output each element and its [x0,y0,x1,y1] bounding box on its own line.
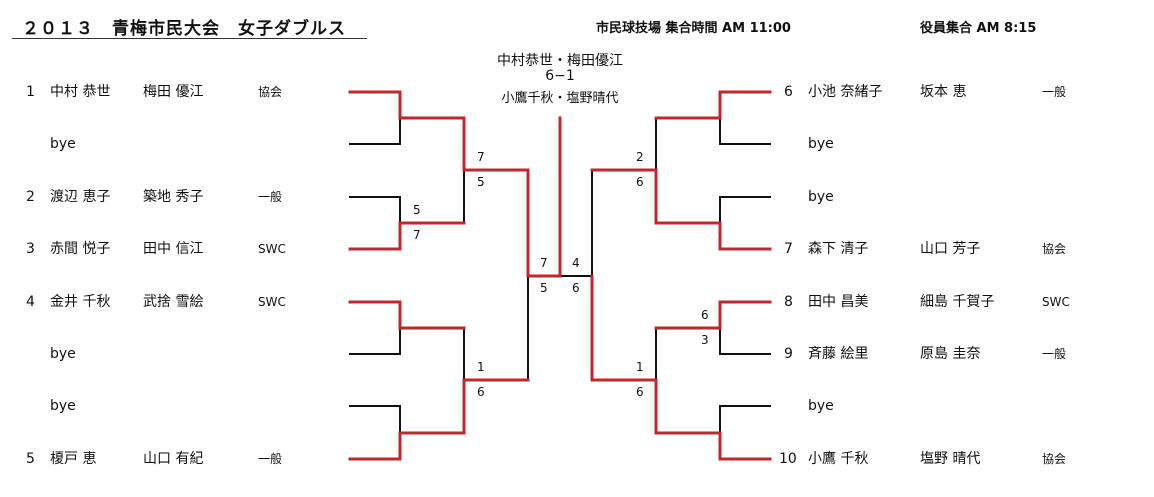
right-entry-seed: 8 [784,294,793,310]
right-entry-p1: 小池 奈緒子 [808,84,883,100]
left-entry-p1: 渡辺 恵子 [50,189,111,205]
left-entry-p1: 金井 千秋 [50,294,111,310]
left-entry-p1: bye [50,346,76,362]
score-right-r2-top-bottom: 6 [636,175,644,189]
right-entry-p1: 森下 清子 [808,241,869,257]
score-left-r1-m2-bottom: 7 [413,228,421,242]
score-left-r1-m2-top: 5 [413,203,421,217]
right-entry-seed: 9 [784,346,793,362]
right-entry-p1: 田中 昌美 [808,294,869,310]
right-entry-p1: bye [808,136,834,152]
right-entry-club: SWC [1042,295,1070,309]
score-right-r1-m3-top: 6 [701,308,709,322]
right-entry-club: 一般 [1042,85,1067,99]
score-right-r2-bottom-top: 1 [636,360,644,374]
right-entry-p1: bye [808,398,834,414]
right-entry-p2: 細島 千賀子 [920,294,995,310]
title-underline [12,38,367,39]
right-entry-p2: 坂本 恵 [920,84,967,100]
score-left-r2-bottom-top: 1 [477,360,485,374]
left-entry-club: SWC [258,242,286,256]
right-entry-p1: bye [808,189,834,205]
left-entry-p2: 築地 秀子 [143,189,204,205]
left-entry-club: 一般 [258,190,283,204]
officials-time: 役員集合 AM 8:15 [920,21,1037,36]
score-left-semi-bottom: 5 [540,281,548,295]
score-right-semi-top: 4 [572,256,580,270]
score-left-r2-bottom-bottom: 6 [477,385,485,399]
score-left-r2-top-top: 7 [477,150,485,164]
left-entry-p1: 中村 恭世 [50,84,111,100]
right-entry-p1: 小鷹 千秋 [808,451,869,467]
left-entry-seed: 3 [26,241,35,257]
right-entry-seed: 10 [779,451,797,467]
score-right-r1-m3-bottom: 3 [701,333,709,347]
left-entry-club: 一般 [258,452,283,466]
right-entry-club: 一般 [1042,347,1067,361]
left-entry-seed: 5 [26,451,35,467]
right-entry-seed: 6 [784,84,793,100]
score-right-r2-top-top: 2 [636,150,644,164]
left-entry-p2: 梅田 優江 [143,84,204,100]
left-entry-p1: 赤間 悦子 [50,241,111,257]
page-title: ２０１３ 青梅市民大会 女子ダブルス [22,19,346,39]
left-entry-p1: bye [50,398,76,414]
runner-up-name: 小鷹千秋・塩野晴代 [501,91,619,106]
left-entry-seed: 1 [26,84,35,100]
right-entry-p2: 山口 芳子 [920,241,981,257]
left-entry-p2: 山口 有紀 [143,451,204,467]
left-entry-p2: 武捨 雪絵 [143,294,204,310]
score-right-r2-bottom-bottom: 6 [636,385,644,399]
right-entry-seed: 7 [784,241,793,257]
final-score: 6−1 [545,68,575,84]
score-right-semi-bottom: 6 [572,281,580,295]
right-entry-p2: 原島 圭奈 [920,346,981,362]
champion-name: 中村恭世・梅田優江 [497,53,623,69]
right-entry-club: 協会 [1042,452,1067,466]
right-entry-club: 協会 [1042,242,1067,256]
left-entry-club: SWC [258,295,286,309]
score-left-r2-top-bottom: 5 [477,175,485,189]
left-entry-club: 協会 [258,85,283,99]
left-entry-p1: 榎戸 恵 [50,451,97,467]
left-entry-p2: 田中 信江 [143,241,204,257]
left-entry-p1: bye [50,136,76,152]
right-entry-p2: 塩野 晴代 [920,451,981,467]
left-entry-seed: 2 [26,189,35,205]
right-entry-p1: 斉藤 絵里 [808,346,869,362]
venue-time: 市民球技場 集合時間 AM 11:00 [596,21,791,36]
left-entry-seed: 4 [26,294,35,310]
score-left-semi-top: 7 [540,256,548,270]
